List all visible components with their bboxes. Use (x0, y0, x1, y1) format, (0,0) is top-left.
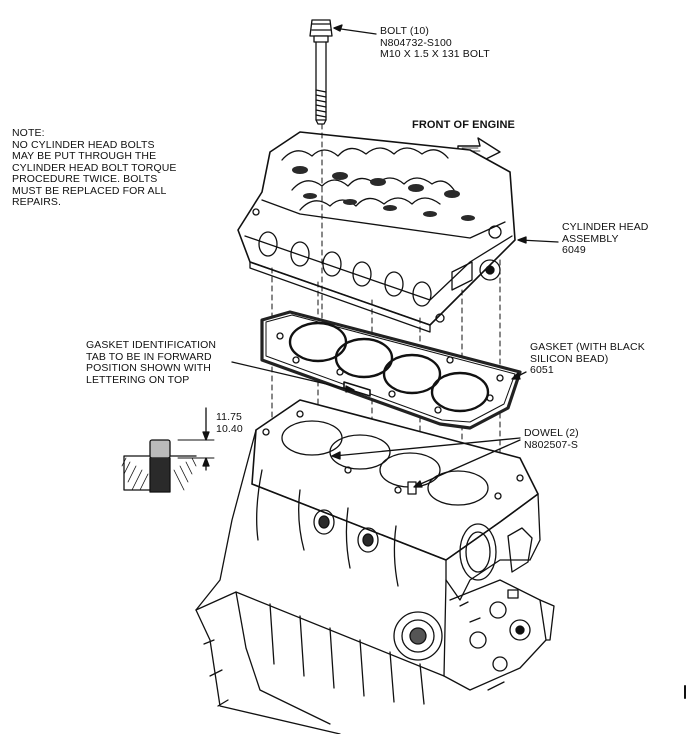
cylinder-head-callout-label: CYLINDER HEAD ASSEMBLY 6049 (562, 221, 649, 256)
dowel-dimension-label: 11.75 10.40 (216, 411, 243, 435)
note-line: MUST BE REPLACED FOR ALL (12, 184, 167, 197)
gasket-callout-label: GASKET (WITH BLACK SILICON BEAD) 6051 (530, 341, 645, 376)
note-text-block: NOTE: NO CYLINDER HEAD BOLTS MAY BE PUT … (12, 127, 177, 209)
dowel-callout-label: DOWEL (2) N802507-S (524, 427, 579, 451)
dowel-detail-inset (121, 407, 215, 493)
note-line: CYLINDER HEAD BOLT TORQUE (12, 161, 177, 174)
note-line: MAY BE PUT THROUGH THE (12, 150, 157, 162)
head-bolt-illustration (309, 19, 333, 125)
note-line: PROCEDURE TWICE. BOLTS (12, 173, 158, 185)
note-line: NO CYLINDER HEAD BOLTS (12, 138, 155, 151)
note-line: NOTE: (12, 127, 45, 139)
engine-block-illustration (195, 399, 555, 734)
dowel-leader-line-1 (333, 437, 521, 457)
bolt-callout-label: BOLT (10) N804732-S100 M10 X 1.5 X 131 B… (380, 25, 490, 60)
cylinder-head-illustration (237, 131, 516, 333)
dowel-leader-line-2 (415, 439, 521, 487)
gasket-tab-callout-label: GASKET IDENTIFICATION TAB TO BE IN FORWA… (86, 339, 217, 386)
note-line: REPAIRS. (12, 196, 62, 208)
gasket-tab-leader-line (231, 361, 353, 391)
head-gasket-illustration (260, 310, 522, 430)
front-of-engine-label: FRONT OF ENGINE (412, 119, 515, 131)
